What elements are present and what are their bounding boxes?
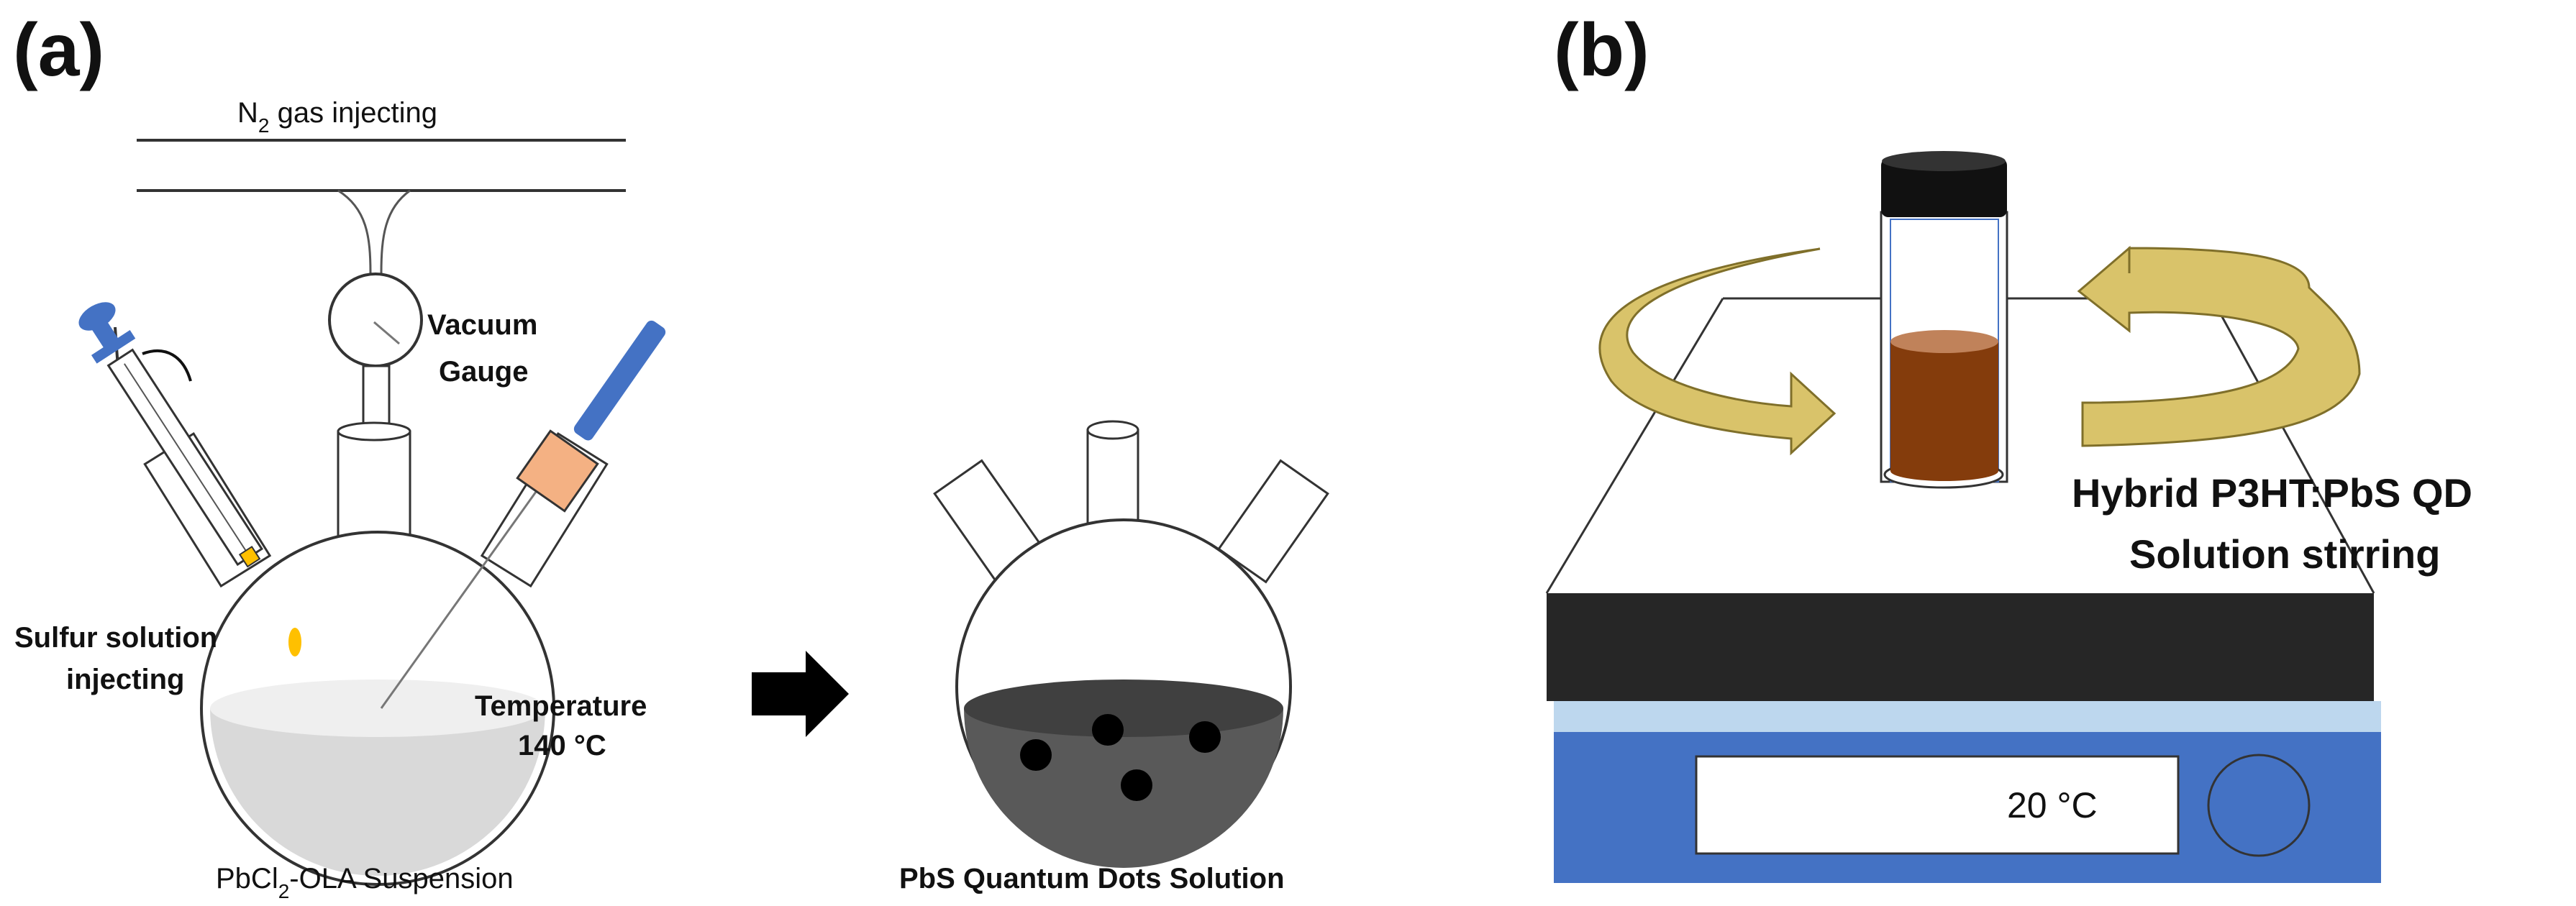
hybrid-label-2: Solution stirring <box>2129 531 2440 577</box>
sulfur-droplet <box>288 628 301 656</box>
three-neck-flask-a <box>143 421 609 886</box>
vacuum-gauge <box>328 273 423 425</box>
sulfur-label-1: Sulfur solution <box>14 622 217 654</box>
temperature-label-2: 140 °C <box>518 730 606 761</box>
three-neck-flask-result <box>933 420 1329 868</box>
panel-label-a: (a) <box>13 9 104 92</box>
stirrer-knob[interactable] <box>2207 754 2311 857</box>
rotation-arrow-left <box>1598 247 1837 456</box>
syringe <box>78 302 263 568</box>
vacuum-label-2: Gauge <box>439 356 528 388</box>
process-arrow <box>752 651 849 737</box>
pbcl-suspension-label: PbCl2-OLA Suspension <box>216 863 514 902</box>
n2-gas-line <box>137 139 626 192</box>
hot-plate <box>1547 593 2374 701</box>
panel-label-b: (b) <box>1554 9 1649 92</box>
hybrid-label-1: Hybrid P3HT:PbS QD <box>2072 470 2472 516</box>
gas-tubing <box>337 189 411 274</box>
n2-gas-label: N2 gas injecting <box>237 97 437 137</box>
pbs-solution-label: PbS Quantum Dots Solution <box>899 863 1285 894</box>
thermometer <box>380 320 666 709</box>
temperature-display <box>1695 755 2180 855</box>
sulfur-label-2: injecting <box>66 664 184 695</box>
vial <box>1880 151 2008 489</box>
temperature-label-1: Temperature <box>475 690 647 722</box>
display-temperature-text: 20 °C <box>2007 785 2098 825</box>
rotation-arrow-right <box>2077 245 2361 447</box>
vacuum-label-1: Vacuum <box>427 309 537 341</box>
